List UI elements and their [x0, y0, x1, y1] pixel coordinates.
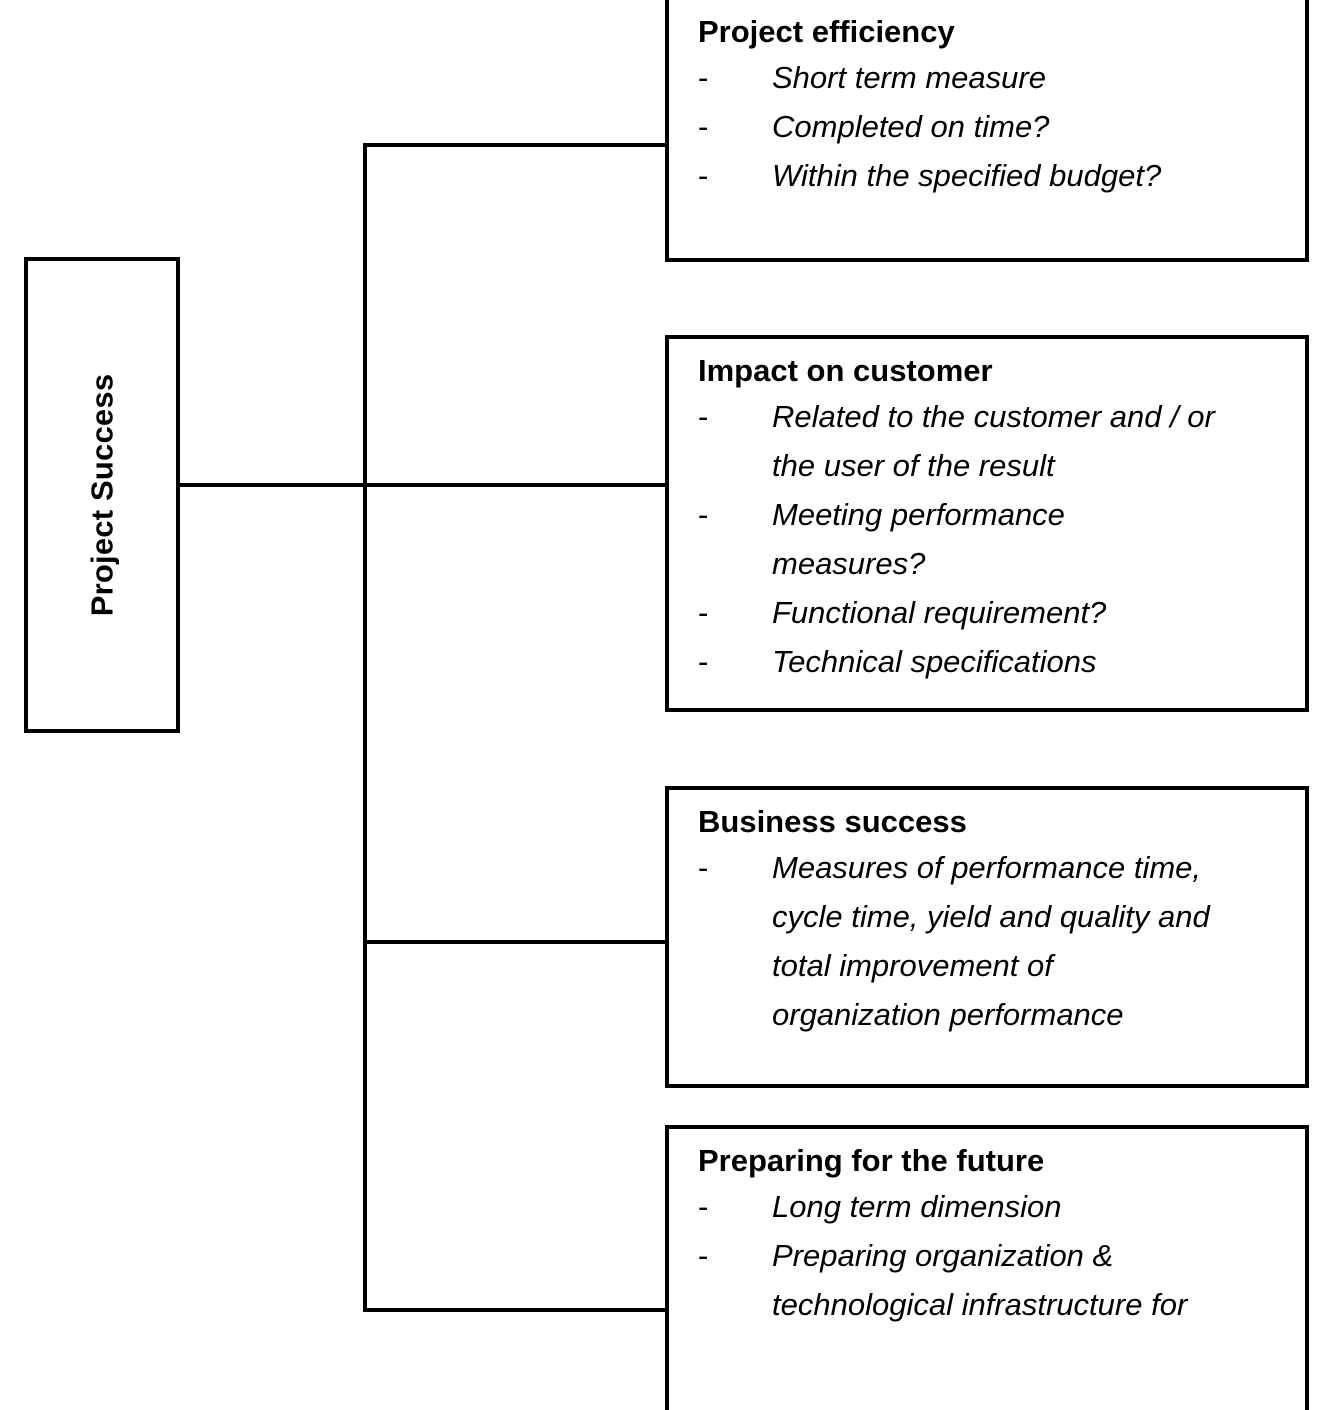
root-label-wrapper: Project Success	[28, 261, 176, 729]
node-impact-on-customer[interactable]: Impact on customer - Related to the cust…	[665, 335, 1309, 712]
node-bullet: - Measures of performance time,cycle tim…	[698, 843, 1297, 1039]
bullet-dash: -	[698, 644, 709, 679]
bullet-text: Functional requirement?	[772, 595, 1107, 630]
bullet-dash: -	[698, 595, 709, 630]
bullet-text: Technical specifications	[772, 644, 1097, 679]
connector-branch-project-efficiency	[363, 143, 669, 147]
node-business-success[interactable]: Business success - Measures of performan…	[665, 786, 1309, 1088]
node-bullet: - Functional requirement?	[698, 588, 1297, 637]
bullet-text: Measures of performance time,cycle time,…	[772, 850, 1210, 1032]
bullet-text: Preparing organization &technological in…	[772, 1238, 1188, 1322]
node-bullet: - Long term dimension	[698, 1182, 1297, 1231]
connector-branch-preparing-for-the-future	[363, 1308, 669, 1312]
node-bullet: - Preparing organization &technological …	[698, 1231, 1297, 1329]
connector-branch-business-success	[363, 940, 669, 944]
bullet-dash: -	[698, 850, 709, 885]
bullet-dash: -	[698, 109, 709, 144]
node-preparing-for-the-future-body: Preparing for the future - Long term dim…	[669, 1129, 1305, 1337]
bullet-text: Short term measure	[772, 60, 1046, 95]
connector-trunk-vertical	[363, 143, 367, 1312]
bullet-dash: -	[698, 158, 709, 193]
node-project-efficiency[interactable]: Project efficiency - Short term measure …	[665, 0, 1309, 262]
node-title: Impact on customer	[698, 353, 993, 388]
bullet-dash: -	[698, 1238, 709, 1273]
bullet-text: Long term dimension	[772, 1189, 1062, 1224]
node-impact-on-customer-body: Impact on customer - Related to the cust…	[669, 339, 1305, 694]
node-bullet: - Completed on time?	[698, 102, 1297, 151]
node-bullet: - Short term measure	[698, 53, 1297, 102]
bullet-dash: -	[698, 497, 709, 532]
node-bullet: - Technical specifications	[698, 637, 1297, 686]
node-title: Preparing for the future	[698, 1143, 1045, 1178]
node-bullet: - Within the specified budget?	[698, 151, 1297, 200]
node-title: Business success	[698, 804, 967, 839]
bullet-text: Within the specified budget?	[772, 158, 1162, 193]
node-preparing-for-the-future[interactable]: Preparing for the future - Long term dim…	[665, 1125, 1309, 1410]
bullet-dash: -	[698, 399, 709, 434]
node-project-efficiency-body: Project efficiency - Short term measure …	[669, 0, 1305, 208]
root-node-project-success[interactable]: Project Success	[24, 257, 180, 733]
bullet-dash: -	[698, 1189, 709, 1224]
node-business-success-body: Business success - Measures of performan…	[669, 790, 1305, 1047]
connector-root-to-trunk	[180, 483, 669, 487]
root-node-label: Project Success	[84, 373, 119, 617]
bullet-dash: -	[698, 60, 709, 95]
bullet-text: Completed on time?	[772, 109, 1050, 144]
node-title: Project efficiency	[698, 14, 955, 49]
